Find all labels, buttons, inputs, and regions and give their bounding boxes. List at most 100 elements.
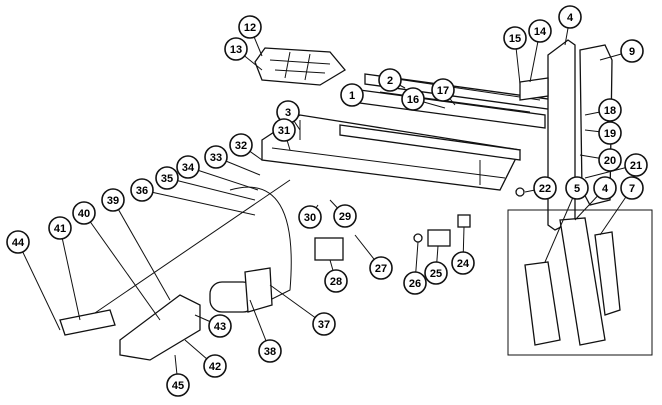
callout-number: 29 <box>339 211 351 223</box>
main-frame <box>261 114 521 191</box>
top-bracket-assembly <box>254 47 346 86</box>
callout-2: 2 <box>378 68 402 92</box>
callout-circle <box>598 98 622 122</box>
callout-circle <box>72 201 96 225</box>
callout-circle <box>424 261 448 285</box>
callout-circle <box>451 251 475 275</box>
leader-line <box>141 189 256 216</box>
callout-number: 4 <box>567 12 574 24</box>
callout-number: 30 <box>304 212 316 224</box>
callout-43: 43 <box>208 314 232 338</box>
callout-number: 24 <box>457 258 470 270</box>
callout-number: 28 <box>330 276 342 288</box>
callout-16: 16 <box>401 87 425 111</box>
callout-circle <box>224 37 248 61</box>
callout-number: 33 <box>210 152 222 164</box>
callout-41: 41 <box>48 216 72 240</box>
callout-24: 24 <box>451 251 475 275</box>
callout-circle <box>401 87 425 111</box>
callout-4: 4 <box>593 176 617 200</box>
callout-circle <box>620 176 644 200</box>
callout-circle <box>624 153 648 177</box>
callout-circle <box>598 148 622 172</box>
callout-circle <box>6 230 30 254</box>
callout-circle <box>565 176 589 200</box>
leader-line <box>544 187 578 263</box>
callout-14: 14 <box>528 19 552 43</box>
callout-number: 14 <box>534 26 547 38</box>
callout-number: 27 <box>375 263 387 275</box>
callout-number: 25 <box>430 268 442 280</box>
callout-number: 9 <box>629 46 635 58</box>
leader-line <box>59 227 81 321</box>
callout-circle <box>272 118 296 142</box>
end-plates <box>519 39 613 231</box>
lower-bracket <box>59 294 201 361</box>
callout-15: 15 <box>503 26 527 50</box>
callout-4: 4 <box>558 5 582 29</box>
callout-number: 21 <box>630 160 642 172</box>
callout-45: 45 <box>166 373 190 397</box>
callout-35: 35 <box>155 166 179 190</box>
callout-number: 44 <box>12 237 25 249</box>
callout-number: 17 <box>437 85 449 97</box>
callout-number: 18 <box>604 105 616 117</box>
callout-circle <box>431 78 455 102</box>
callout-28: 28 <box>324 269 348 293</box>
callout-number: 22 <box>539 183 551 195</box>
callout-circle <box>298 205 322 229</box>
callout-circle <box>48 216 72 240</box>
callout-1: 1 <box>340 83 364 107</box>
callout-number: 20 <box>604 155 616 167</box>
callout-42: 42 <box>203 354 227 378</box>
callout-5: 5 <box>565 176 589 200</box>
callout-38: 38 <box>258 339 282 363</box>
callout-17: 17 <box>431 78 455 102</box>
callout-number: 1 <box>349 90 355 102</box>
callout-22: 22 <box>533 176 557 200</box>
callout-circle <box>166 373 190 397</box>
callout-number: 45 <box>172 380 184 392</box>
leader-line <box>17 241 61 331</box>
motor-assembly <box>209 267 273 313</box>
callout-number: 16 <box>407 94 419 106</box>
callout-number: 3 <box>285 107 291 119</box>
callout-circle <box>533 176 557 200</box>
callout-circle <box>620 39 644 63</box>
callout-circle <box>229 133 253 157</box>
callout-number: 5 <box>574 183 580 195</box>
callout-circle <box>155 166 179 190</box>
callout-circle <box>558 5 582 29</box>
callout-circle <box>333 204 357 228</box>
callout-29: 29 <box>333 204 357 228</box>
callout-circle <box>324 269 348 293</box>
callout-number: 2 <box>387 75 393 87</box>
callout-37: 37 <box>312 312 336 336</box>
callout-30: 30 <box>298 205 322 229</box>
callout-circle <box>101 188 125 212</box>
callout-34: 34 <box>176 155 200 179</box>
callout-circle <box>340 83 364 107</box>
callout-circle <box>503 26 527 50</box>
callout-circle <box>203 354 227 378</box>
leader-line <box>112 199 171 301</box>
leader-line <box>83 212 161 321</box>
callout-number: 39 <box>107 195 119 207</box>
callout-number: 12 <box>244 22 256 34</box>
callout-circle <box>130 178 154 202</box>
callout-circle <box>593 176 617 200</box>
callout-number: 31 <box>278 125 290 137</box>
callout-3: 3 <box>276 100 300 124</box>
callout-13: 13 <box>224 37 248 61</box>
leader-line <box>166 177 256 201</box>
callout-21: 21 <box>624 153 648 177</box>
callout-circle <box>176 155 200 179</box>
callout-12: 12 <box>238 15 262 39</box>
callout-9: 9 <box>620 39 644 63</box>
callout-number: 4 <box>602 183 609 195</box>
callout-number: 37 <box>318 319 330 331</box>
callout-33: 33 <box>204 145 228 169</box>
callout-circle <box>204 145 228 169</box>
